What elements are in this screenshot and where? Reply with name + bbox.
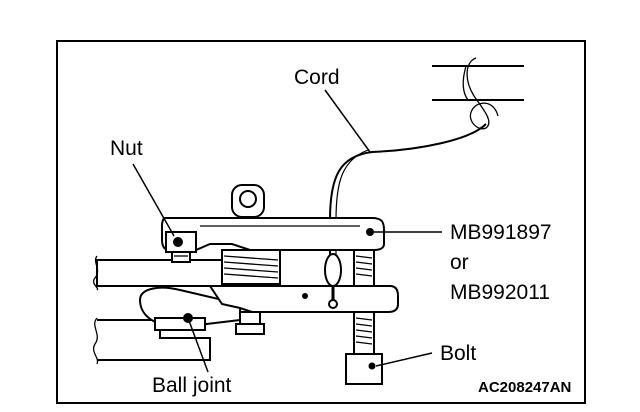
bolt-label: Bolt [440,342,476,365]
leader-lines [132,89,442,373]
main-bolt [345,249,383,385]
nut-leader [132,163,175,237]
tool-number-label-2: MB992011 [450,281,550,304]
pipe-upper-right [432,65,524,101]
tie-rod-shaft [92,255,228,291]
left-bolt [171,251,191,263]
spring [221,249,281,285]
lower-small-bolt [235,311,265,335]
hook [324,253,342,309]
pivot-dot [366,228,374,236]
knob [231,184,265,218]
tool-lower-jaw [208,285,399,313]
tool-number-label-or: or [450,251,469,274]
nut [165,231,197,253]
cord-label: Cord [294,66,340,89]
bolt-leader [375,352,433,367]
tool-number-label-1: MB991897 [450,221,552,244]
cord-leader [324,89,371,153]
figure-code: AC208247AN [478,379,571,396]
ball-joint-label: Ball joint [152,374,232,397]
nut-label: Nut [110,137,143,160]
tool-upper-jaw [161,217,385,251]
knuckle-arm [92,317,211,365]
ball-joint-leader [187,317,209,373]
